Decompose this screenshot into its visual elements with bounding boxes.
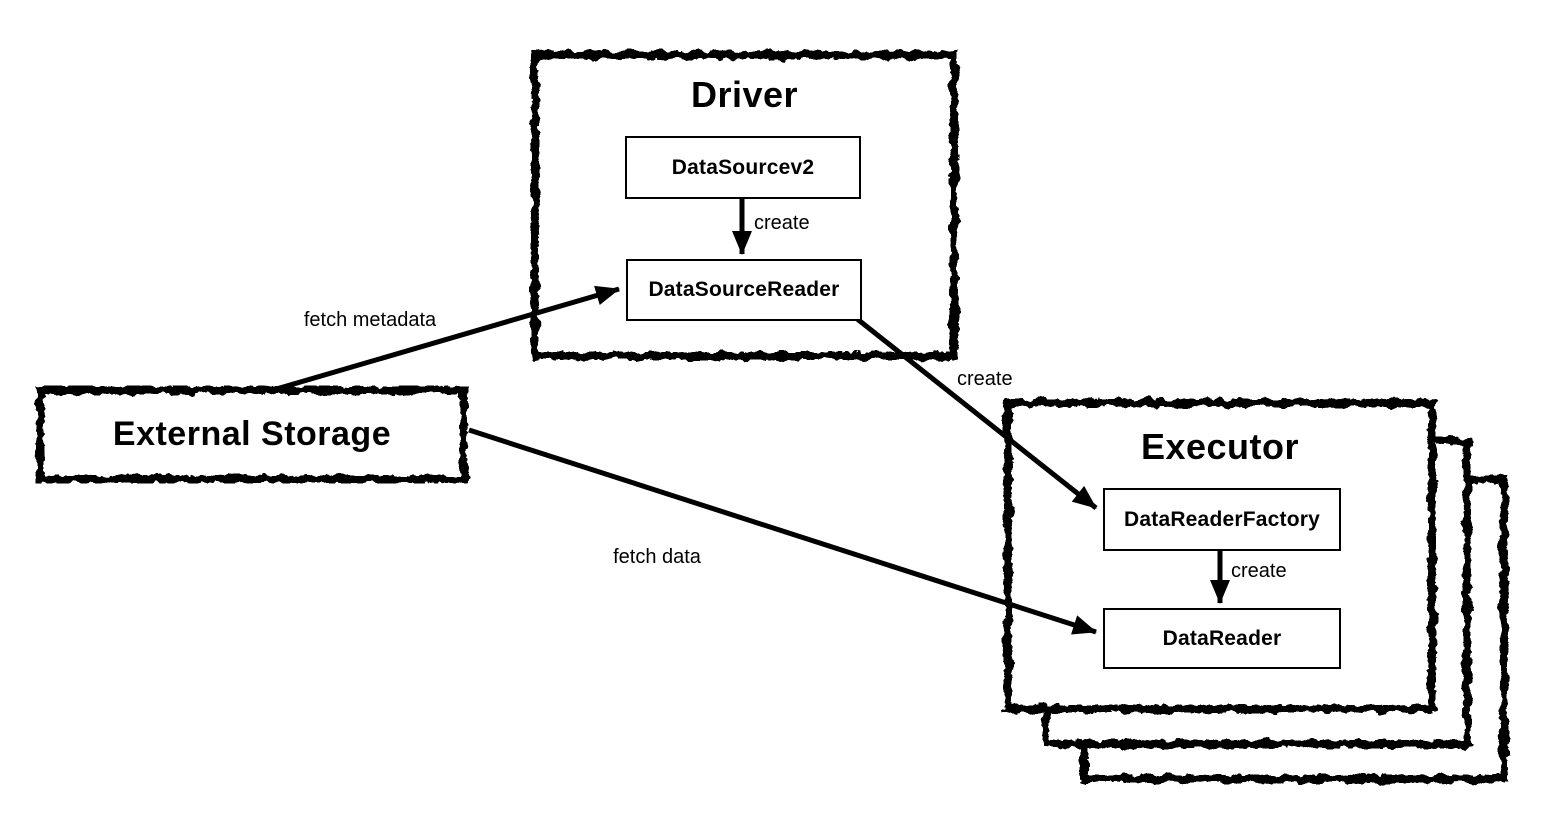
create-arrow-reader-to-factory bbox=[854, 316, 1098, 510]
driver-title: Driver bbox=[690, 74, 799, 115]
external-storage-border bbox=[36, 386, 468, 483]
external-storage-label: External Storage bbox=[40, 390, 464, 479]
node-datasourcev2: DataSourcev2 bbox=[625, 136, 861, 199]
fetch-metadata-arrow bbox=[272, 285, 620, 393]
fetch-data-label: fetch data bbox=[613, 546, 701, 568]
fetch-metadata-label: fetch metadata bbox=[303, 309, 437, 331]
create-label-driver: create bbox=[754, 212, 810, 234]
node-datareader: DataReader bbox=[1103, 608, 1341, 669]
executor-title: Executor bbox=[1140, 426, 1300, 467]
node-datareader-label: DataReader bbox=[1162, 626, 1282, 650]
node-datareaderfactory-label: DataReaderFactory bbox=[1124, 507, 1320, 531]
fetch-data-arrow bbox=[468, 427, 1097, 635]
node-datareaderfactory: DataReaderFactory bbox=[1103, 488, 1341, 551]
create-label-executor: create bbox=[1231, 560, 1287, 582]
create-label-cross: create bbox=[957, 368, 1013, 390]
node-datasourcereader: DataSourceReader bbox=[626, 259, 862, 321]
external-storage-text: External Storage bbox=[112, 415, 392, 453]
node-datasourcev2-label: DataSourcev2 bbox=[671, 155, 815, 179]
node-datasourcereader-label: DataSourceReader bbox=[648, 278, 840, 301]
